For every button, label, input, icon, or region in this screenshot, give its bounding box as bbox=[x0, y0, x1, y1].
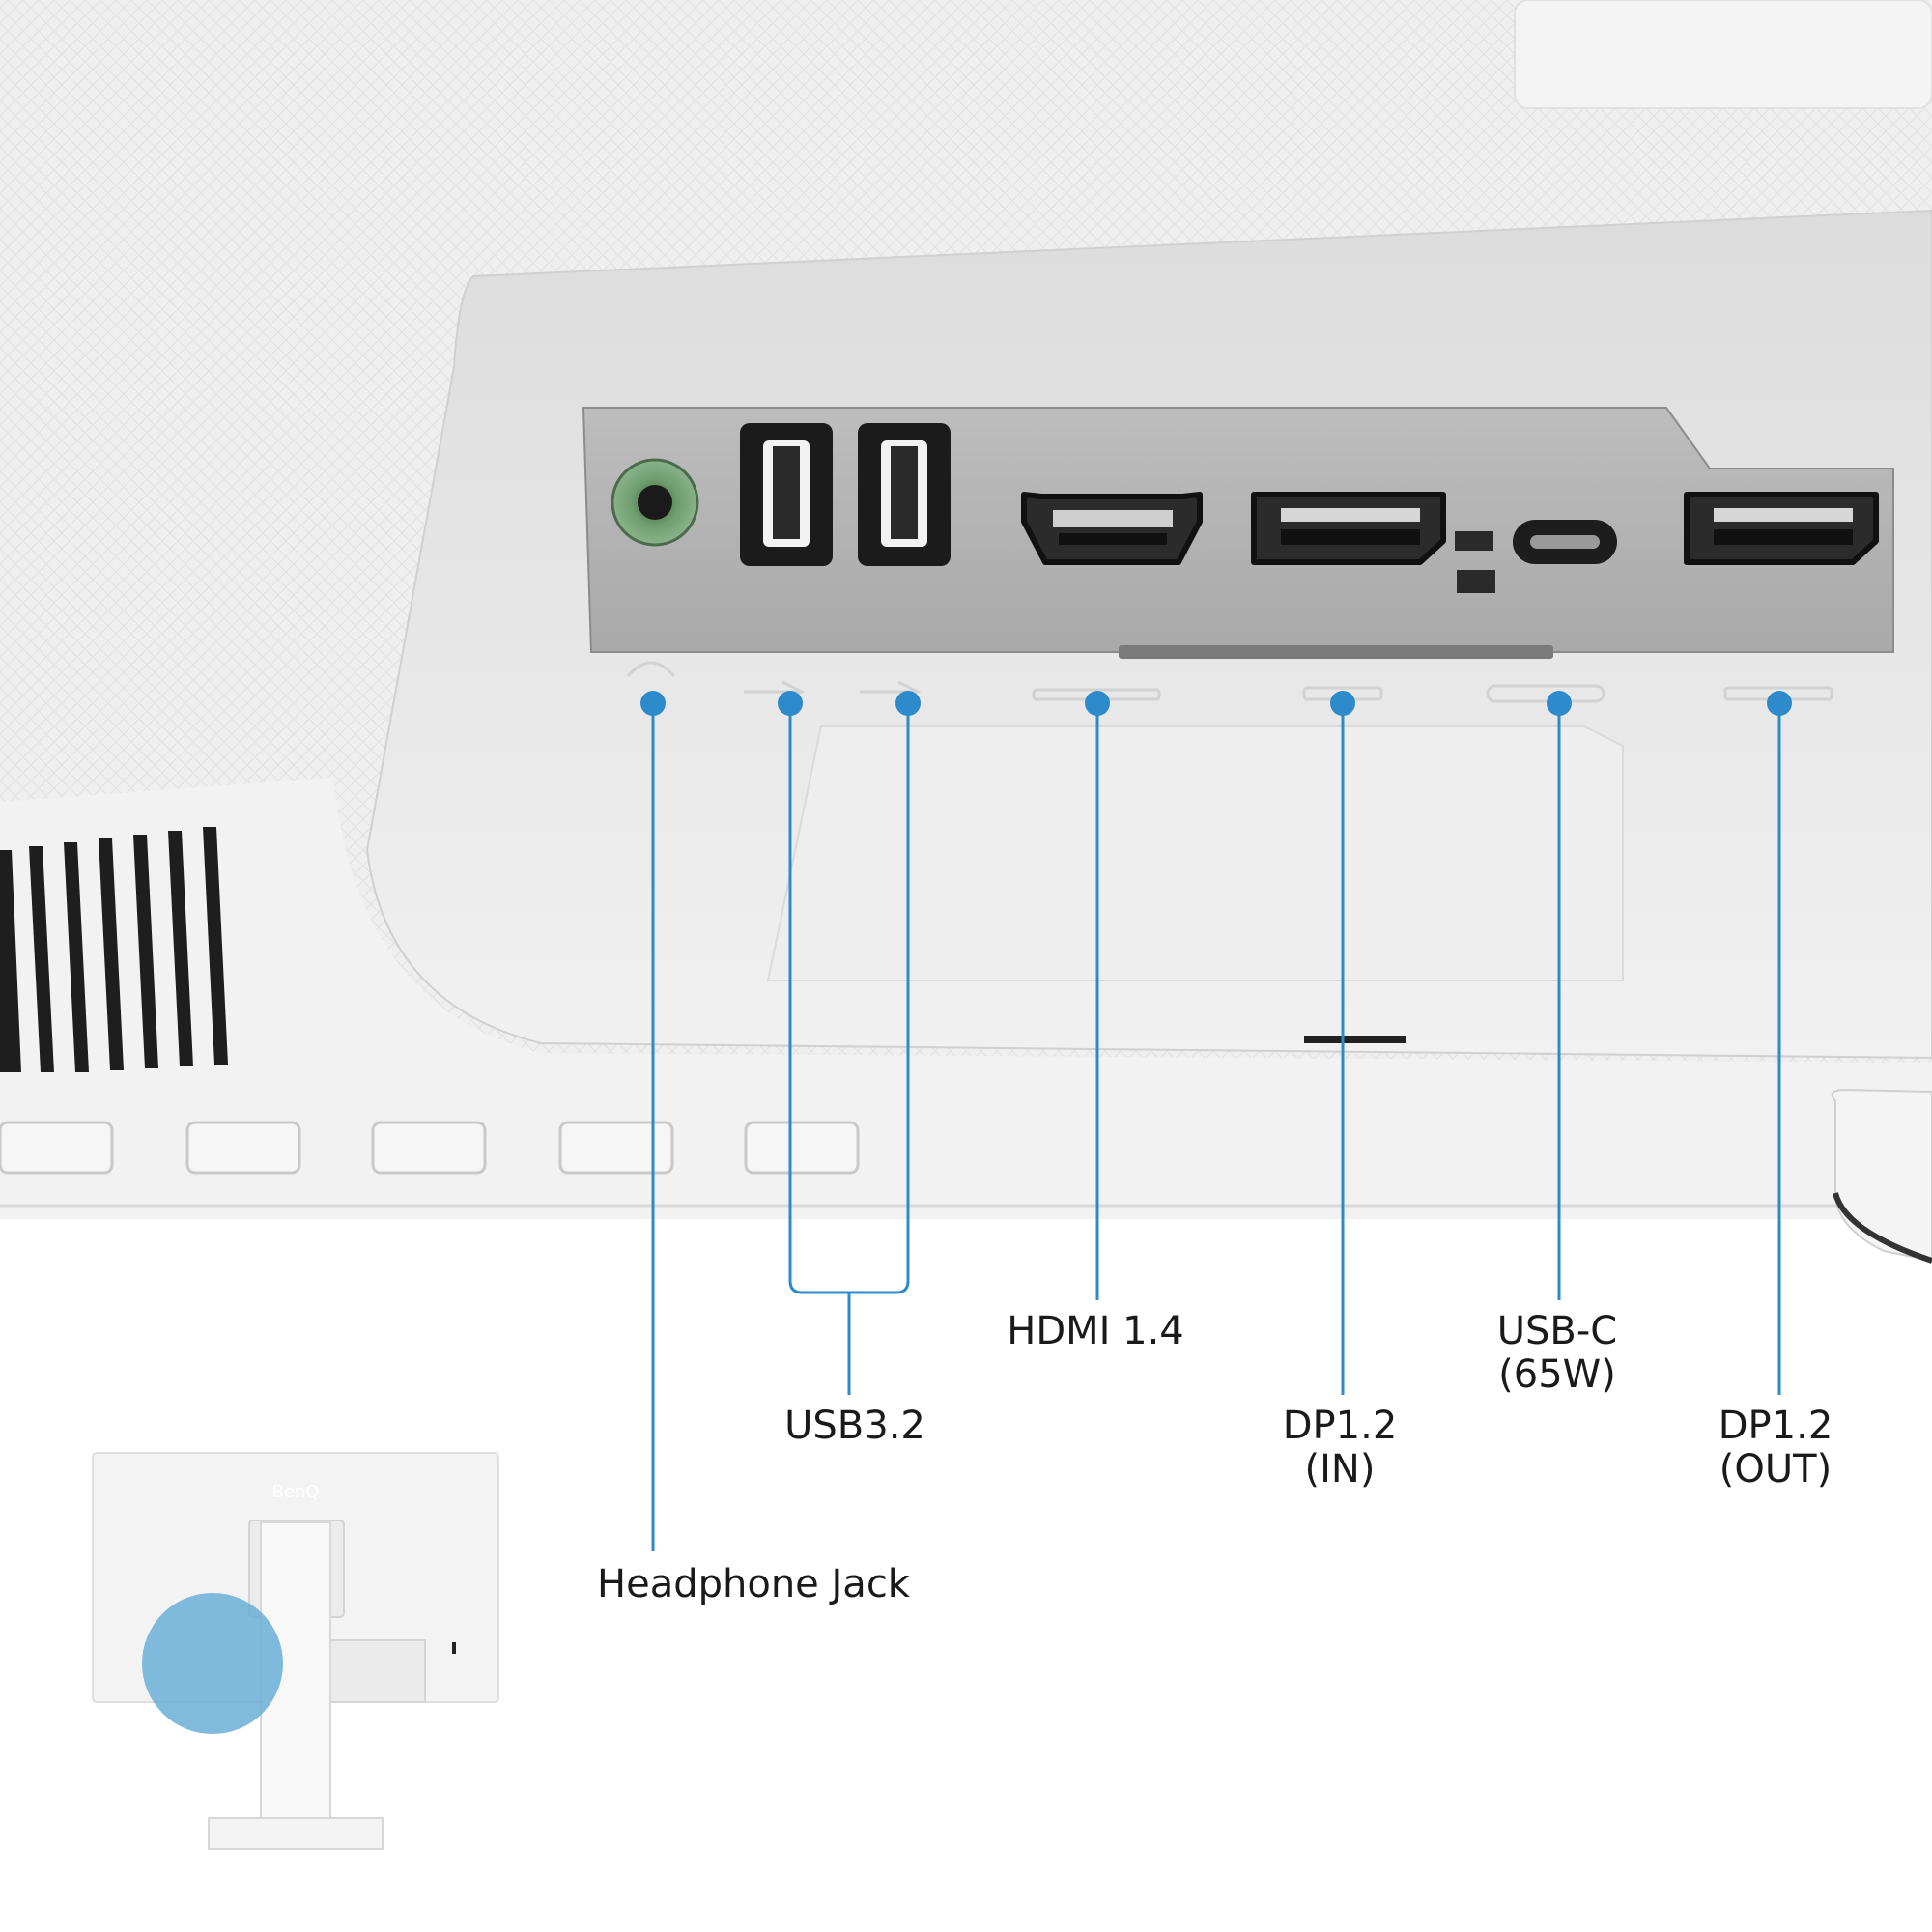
label-hdmi: HDMI 1.4 bbox=[1007, 1310, 1184, 1353]
stand-foot bbox=[1831, 1088, 1932, 1263]
callout-dots bbox=[640, 691, 1792, 716]
label-usb32: USB3.2 bbox=[784, 1405, 925, 1448]
monitor-thumbnail: BenQ bbox=[92, 1452, 499, 1850]
headphone-icon bbox=[626, 661, 676, 677]
label-usb-c: USB-C (65W) bbox=[1497, 1310, 1617, 1397]
hdmi-port bbox=[1021, 492, 1203, 565]
label-line: (65W) bbox=[1498, 1351, 1616, 1397]
dp-in-port bbox=[1251, 492, 1446, 565]
label-line: (IN) bbox=[1304, 1446, 1376, 1492]
callout-lines bbox=[651, 705, 1781, 1551]
headphone-jack-port bbox=[611, 458, 699, 547]
label-line: Headphone Jack bbox=[597, 1562, 910, 1606]
dp-out-port bbox=[1684, 492, 1879, 565]
usb-c-port bbox=[1513, 520, 1617, 564]
label-line: HDMI 1.4 bbox=[1007, 1309, 1184, 1353]
lower-housing bbox=[0, 778, 1932, 1219]
usb-port-2 bbox=[858, 423, 951, 566]
label-line: DP1.2 bbox=[1282, 1404, 1398, 1448]
label-line: DP1.2 bbox=[1718, 1404, 1833, 1448]
stand-neck bbox=[1514, 0, 1932, 109]
base-tabs bbox=[0, 1121, 860, 1175]
usb-port-1 bbox=[740, 423, 833, 566]
label-dp-out: DP1.2 (OUT) bbox=[1719, 1405, 1833, 1492]
port-location-highlight bbox=[142, 1593, 283, 1734]
label-line: (OUT) bbox=[1719, 1446, 1833, 1492]
panel-tab bbox=[1119, 645, 1553, 659]
label-headphone-jack: Headphone Jack bbox=[597, 1563, 910, 1606]
vent-grille bbox=[0, 827, 228, 1072]
label-line: USB-C bbox=[1496, 1309, 1618, 1353]
usb-c-icon bbox=[1486, 684, 1605, 703]
stand-foot-shadow bbox=[1833, 1192, 1932, 1264]
label-line: USB3.2 bbox=[784, 1404, 925, 1448]
center-notch bbox=[1304, 1036, 1406, 1043]
label-sticker bbox=[766, 725, 1624, 981]
thumbnail-brand: BenQ bbox=[272, 1482, 320, 1502]
label-dp-in: DP1.2 (IN) bbox=[1283, 1405, 1398, 1492]
lock-slot-marks bbox=[1455, 531, 1495, 593]
